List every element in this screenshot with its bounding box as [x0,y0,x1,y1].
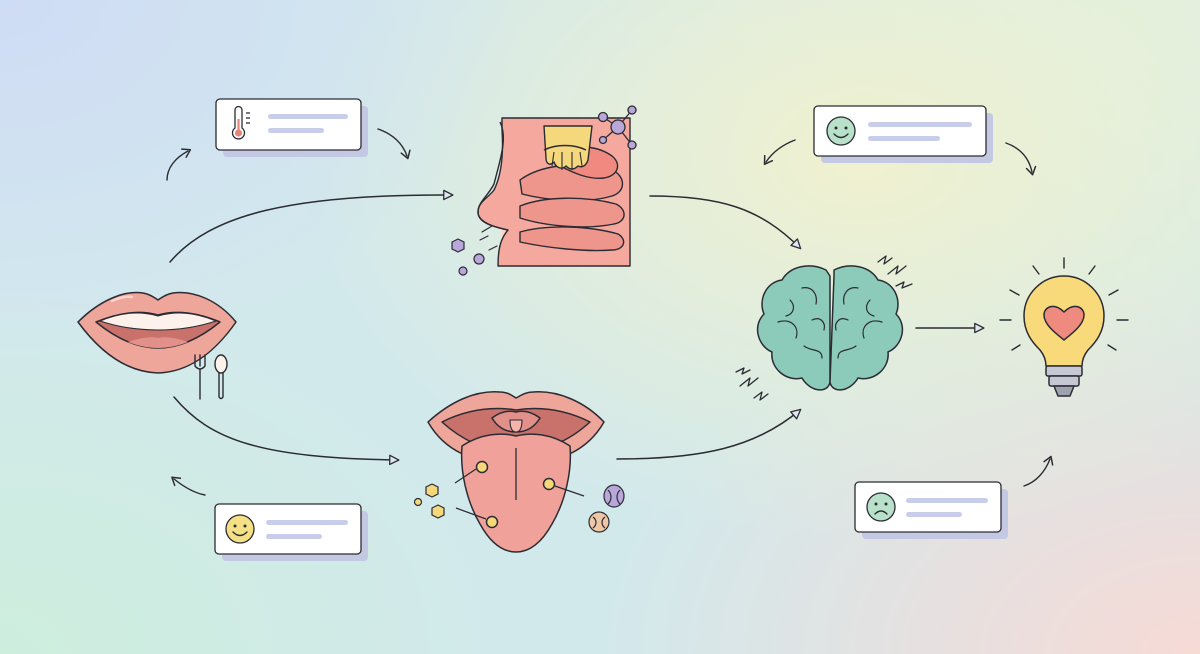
frown-face-icon [866,492,896,522]
liking-card-bottom [214,503,368,561]
feedback-arrow-4 [1005,142,1037,176]
arrow-mouth-to-tongue [173,396,400,466]
feedback-arrow-3 [763,139,796,166]
tongue-icon [427,391,605,553]
feedback-arrow-2 [377,128,411,160]
feedback-arrow-5 [171,476,206,496]
text-line [268,128,324,133]
text-line [868,136,940,141]
arrow-nose-to-brain [649,195,802,250]
lightbulb-heart-icon [1023,275,1105,397]
text-line [906,498,988,503]
text-line [266,520,348,525]
lips-icon [77,291,237,374]
fork-spoon-icon [194,354,228,400]
arrow-tongue-to-brain [616,408,802,460]
taste-particles [413,483,625,533]
temperature-card [215,98,368,157]
arrow-mouth-to-nose [169,189,454,263]
disliking-card [854,481,1008,539]
feedback-arrow-6 [1023,455,1054,487]
text-line [268,114,348,119]
smiley-face-icon [225,514,255,544]
thermometer-icon [231,105,250,140]
text-line [868,122,972,127]
light-rays [999,257,1129,351]
text-line [906,512,962,517]
liking-card-top [813,105,993,163]
brain-icon [756,265,904,391]
text-line [266,534,322,539]
smiley-face-icon [826,116,856,146]
nasal-cavity-icon [477,117,631,267]
brain-signal-sparks [735,255,913,401]
aroma-particles [451,225,498,276]
feedback-arrow-1 [166,148,192,181]
molecule-icon [597,105,637,150]
